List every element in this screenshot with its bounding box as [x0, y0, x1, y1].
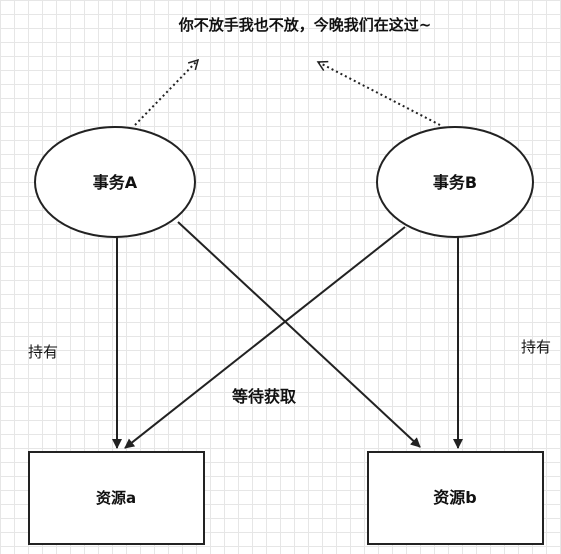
- resource-a-label: 资源a: [96, 489, 136, 507]
- hold-label-left: 持有: [28, 343, 58, 361]
- dotted-arrow-b-to-title: [316, 60, 441, 126]
- resource-a-box: [28, 451, 205, 545]
- dotted-arrow-a-to-title: [134, 58, 200, 126]
- resource-b-box: [367, 451, 544, 545]
- wait-acquire-label: 等待获取: [231, 387, 296, 406]
- transaction-a-node: 事务A: [34, 126, 196, 238]
- resource-b-label: 资源b: [433, 488, 476, 507]
- resource-a-node: 资源a: [28, 451, 205, 545]
- transaction-a-label: 事务A: [93, 173, 138, 192]
- hold-label-right: 持有: [521, 338, 551, 356]
- resource-b-node: 资源b: [367, 451, 544, 545]
- arrow-a-waits-resource-b: [177, 221, 421, 448]
- transaction-b-node: 事务B: [376, 126, 534, 238]
- diagram-title: 你不放手我也不放，今晚我们在这过~: [178, 16, 432, 34]
- arrow-b-waits-resource-a: [124, 226, 406, 449]
- transaction-b-label: 事务B: [433, 173, 477, 192]
- transaction-a-ellipse: [34, 126, 196, 238]
- transaction-b-ellipse: [376, 126, 534, 238]
